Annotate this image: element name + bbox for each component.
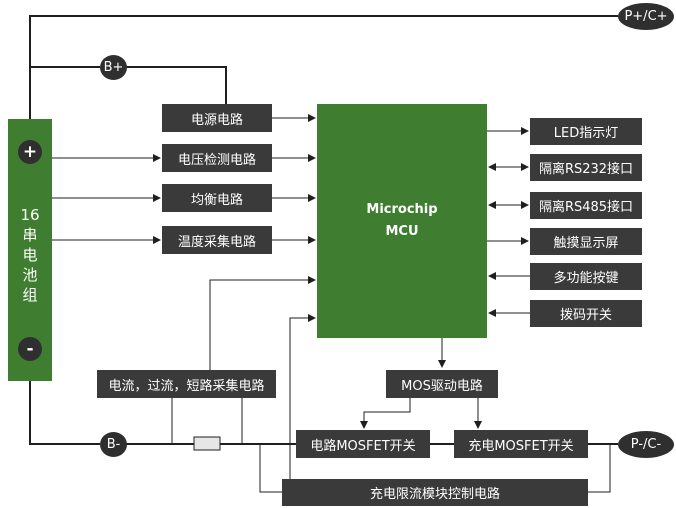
mcu-line1: Microchip: [366, 202, 438, 217]
pack-label-line: 电: [22, 246, 38, 264]
touchscreen-block: 触摸显示屏: [530, 228, 642, 255]
pack-label-line: 池: [22, 266, 38, 284]
discharge-mosfet-block: 电路MOSFET开关: [296, 430, 430, 458]
pack-label-line: 16: [20, 206, 40, 224]
led-block: LED指示灯: [530, 118, 642, 145]
power-circuit-block: 电源电路: [162, 104, 272, 132]
b-minus-node: B-: [100, 432, 127, 457]
pack-label: 16 串 电 池 组: [8, 205, 52, 305]
charge-limit-block: 充电限流模块控制电路: [282, 479, 588, 506]
power-rails: [29, 15, 618, 445]
signal-lines: [52, 114, 611, 493]
pack-label-line: 组: [22, 286, 38, 304]
rs485-block: 隔离RS485接口: [530, 192, 642, 219]
multifunction-key-block: 多功能按键: [530, 263, 642, 290]
mos-driver-block: MOS驱动电路: [386, 370, 498, 398]
pack-positive-terminal: +: [18, 140, 42, 164]
mcu-block: Microchip MCU: [317, 104, 487, 338]
shunt-resistor: [193, 436, 221, 451]
temp-sense-block: 温度采集电路: [162, 226, 272, 254]
rs232-block: 隔离RS232接口: [530, 154, 642, 181]
mcu-line2: MCU: [385, 224, 419, 239]
voltage-detect-block: 电压检测电路: [162, 144, 272, 172]
balance-circuit-block: 均衡电路: [162, 184, 272, 212]
b-plus-node: B+: [100, 55, 127, 80]
charge-mosfet-block: 充电MOSFET开关: [454, 430, 588, 458]
pack-label-line: 串: [22, 226, 38, 244]
p-minus-node: P-/C-: [618, 431, 674, 458]
pack-negative-terminal: -: [18, 337, 42, 361]
p-plus-node: P+/C+: [618, 3, 674, 30]
current-sense-block: 电流，过流，短路采集电路: [97, 370, 276, 398]
dip-switch-block: 拨码开关: [530, 300, 642, 327]
